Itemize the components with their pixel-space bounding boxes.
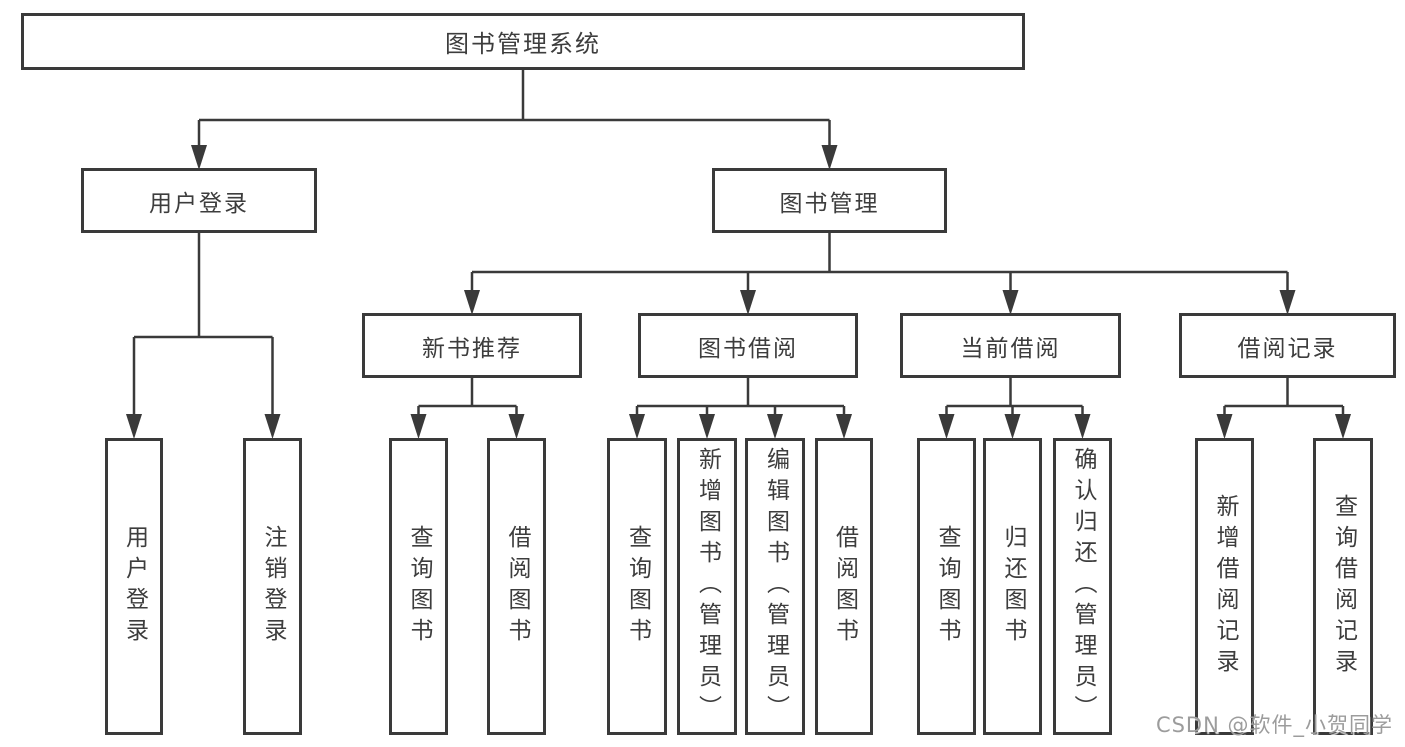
node-label: 图书借阅 xyxy=(698,335,798,362)
arrowhead-icon xyxy=(264,414,281,439)
leaf-add-book-admin: 新增图书（管理员） xyxy=(677,438,737,735)
leaf-label: 注销登录 xyxy=(260,524,286,649)
node-label: 借阅记录 xyxy=(1237,335,1338,362)
leaf-label: 归还图书 xyxy=(1000,524,1026,649)
node-label: 用户登录 xyxy=(149,190,249,217)
leaf-confirm-return-admin: 确认归还（管理员） xyxy=(1053,438,1112,735)
node-book-management: 图书管理 xyxy=(712,168,947,233)
leaf-query-books-recommend: 查询图书 xyxy=(389,438,448,735)
arrowheads xyxy=(126,145,1351,439)
leaf-label: 查询图书 xyxy=(624,524,651,649)
leaf-label: 新增借阅记录 xyxy=(1212,493,1238,680)
node-label: 图书管理系统 xyxy=(445,30,601,58)
arrowhead-icon xyxy=(464,290,480,315)
node-user-login-group: 用户登录 xyxy=(81,168,317,233)
tree-branch-lines xyxy=(132,70,1345,415)
leaf-label: 新增图书（管理员） xyxy=(694,447,721,726)
arrowhead-icon xyxy=(1074,414,1091,439)
node-label: 图书管理 xyxy=(779,190,880,217)
arrowhead-icon xyxy=(191,145,207,170)
node-book-borrow: 图书借阅 xyxy=(638,313,858,378)
arrowhead-icon xyxy=(836,414,852,439)
leaf-label: 借阅图书 xyxy=(504,524,530,649)
leaf-query-books-borrow: 查询图书 xyxy=(607,438,667,735)
arrowhead-icon xyxy=(1335,414,1351,439)
leaf-add-borrow-record: 新增借阅记录 xyxy=(1195,438,1254,735)
node-library-system: 图书管理系统 xyxy=(21,13,1025,70)
leaf-label: 借阅图书 xyxy=(831,524,858,649)
watermark-text: CSDN @软件_小贺同学 xyxy=(1155,713,1393,737)
arrowhead-icon xyxy=(410,414,427,439)
leaf-query-books-current: 查询图书 xyxy=(917,438,976,735)
arrowhead-icon xyxy=(1002,290,1019,315)
leaf-label: 查询借阅记录 xyxy=(1330,493,1357,680)
arrowhead-icon xyxy=(938,414,955,439)
leaf-label: 确认归还（管理员） xyxy=(1070,447,1096,726)
arrowhead-icon xyxy=(508,414,525,439)
leaf-query-borrow-record: 查询借阅记录 xyxy=(1313,438,1373,735)
arrowhead-icon xyxy=(821,145,838,170)
leaf-label: 用户登录 xyxy=(121,524,148,649)
leaf-logout: 注销登录 xyxy=(243,438,302,735)
node-new-book-recommend: 新书推荐 xyxy=(362,313,582,378)
leaf-label: 编辑图书（管理员） xyxy=(762,447,789,726)
node-label: 新书推荐 xyxy=(422,335,522,362)
arrowhead-icon xyxy=(1279,290,1296,315)
leaf-user-login: 用户登录 xyxy=(105,438,163,735)
arrowhead-icon xyxy=(126,414,142,439)
leaf-borrow-books-borrow: 借阅图书 xyxy=(815,438,873,735)
node-borrow-records: 借阅记录 xyxy=(1179,313,1396,378)
leaf-label: 查询图书 xyxy=(406,524,432,649)
leaf-edit-book-admin: 编辑图书（管理员） xyxy=(745,438,805,735)
node-label: 当前借阅 xyxy=(960,335,1061,362)
arrowhead-icon xyxy=(740,290,756,315)
arrowhead-icon xyxy=(767,414,783,439)
leaf-label: 查询图书 xyxy=(934,524,960,649)
arrowhead-icon xyxy=(629,414,645,439)
arrowhead-icon xyxy=(1216,414,1233,439)
arrowhead-icon xyxy=(699,414,715,439)
leaf-return-book: 归还图书 xyxy=(983,438,1042,735)
leaf-borrow-books-recommend: 借阅图书 xyxy=(487,438,546,735)
node-current-borrow: 当前借阅 xyxy=(900,313,1121,378)
arrowhead-icon xyxy=(1004,414,1021,439)
